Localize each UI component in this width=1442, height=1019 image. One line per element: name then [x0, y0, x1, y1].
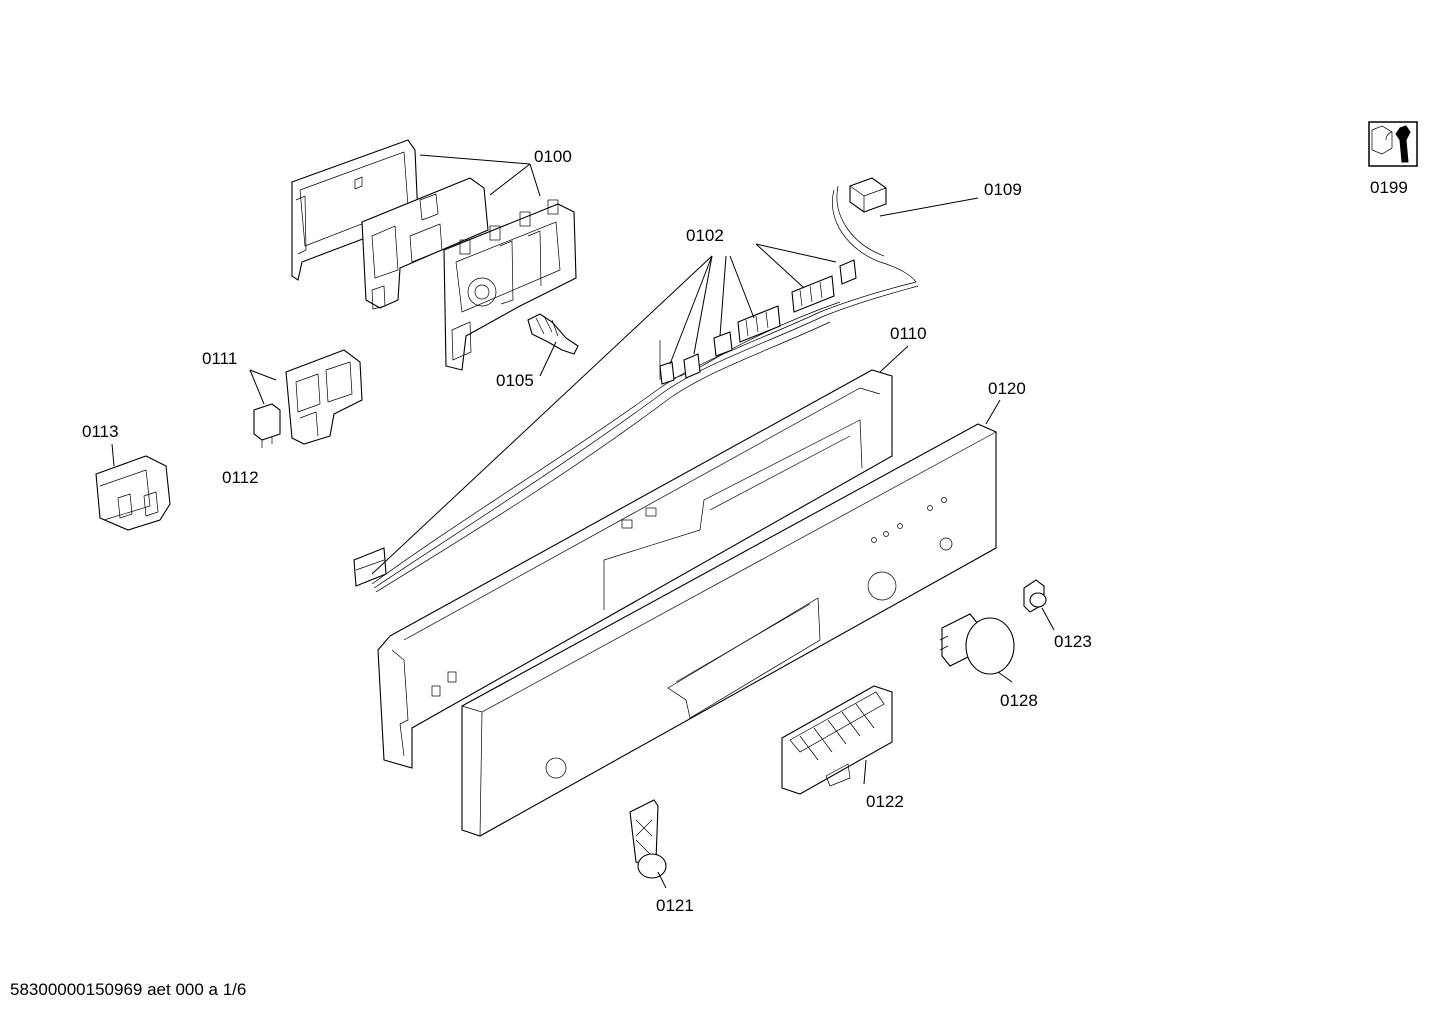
part-0110-inner-frame: [377, 340, 893, 769]
part-0100-control-module: [291, 139, 577, 371]
part-0102-wiring-harness: [353, 177, 919, 593]
label-0128: 0128: [1000, 691, 1038, 710]
label-0112: 0112: [222, 468, 259, 487]
part-0123-microswitch: [1023, 579, 1047, 613]
document-id: 58300000150969 aet 000 a 1/6: [10, 980, 247, 999]
label-0102: 0102: [686, 226, 724, 245]
part-0112-capacitor: [253, 403, 281, 448]
part-0121-push-button: [629, 799, 667, 879]
part-0128-rotary-knob: [939, 613, 1015, 675]
label-0120: 0120: [988, 379, 1026, 398]
label-0100: 0100: [534, 147, 572, 166]
label-0105: 0105: [496, 371, 534, 390]
label-0110: 0110: [890, 324, 927, 343]
label-0113: 0113: [82, 422, 119, 441]
part-0122-display-module: [781, 685, 893, 795]
part-0113-relay: [95, 455, 171, 531]
label-0111: 0111: [202, 349, 237, 368]
label-0123: 0123: [1054, 632, 1092, 651]
label-0122: 0122: [866, 792, 904, 811]
part-0120-front-panel: [461, 423, 997, 837]
part-0111-switch: [285, 349, 363, 445]
label-0109: 0109: [984, 180, 1022, 199]
part-0105-sensor: [527, 313, 579, 355]
wrench-nut-icon: [1368, 121, 1418, 167]
label-0121: 0121: [656, 896, 694, 915]
label-0199: 0199: [1370, 178, 1408, 197]
leader-lines: [111, 154, 1055, 889]
